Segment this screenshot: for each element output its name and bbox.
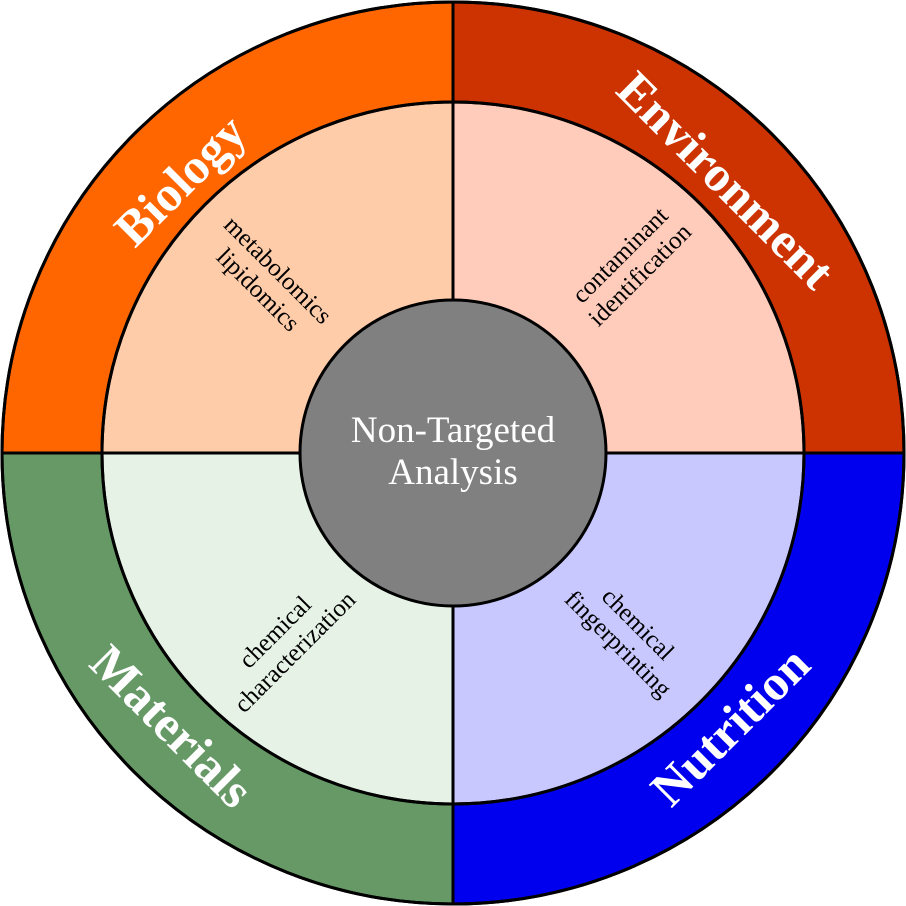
inner-ring-border: [100, 100, 806, 806]
center-title-line-2: Analysis: [388, 452, 518, 493]
center-title-line-1: Non-Targeted: [351, 410, 556, 451]
center-hub: [298, 298, 608, 608]
